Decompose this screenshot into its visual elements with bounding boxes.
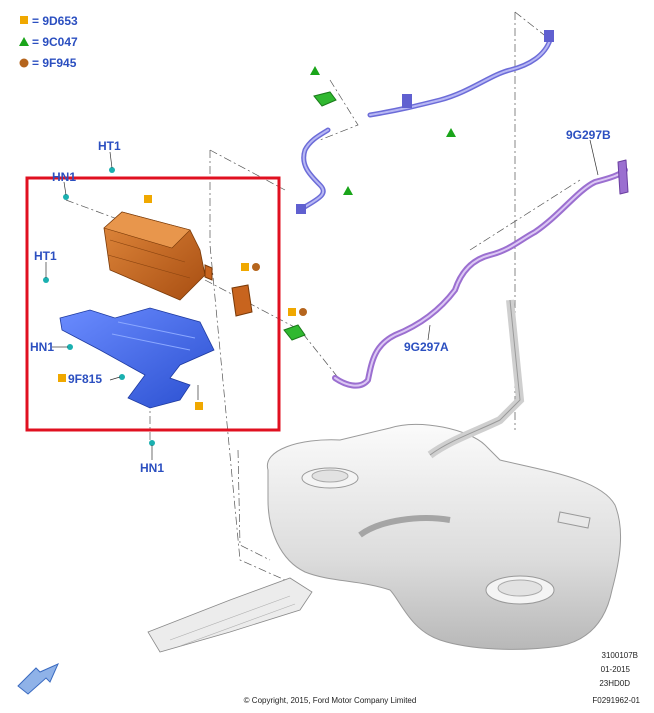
circle-icon bbox=[19, 58, 29, 68]
evap-canister bbox=[103, 211, 253, 317]
footer-code-1: 3100107B bbox=[602, 651, 638, 660]
legend: = 9D653 = 9C047 = 9F945 bbox=[19, 14, 78, 70]
fastener-9f815 bbox=[119, 374, 125, 380]
label-hn1-top: HN1 bbox=[52, 170, 76, 184]
label-hn1-left: HN1 bbox=[30, 340, 54, 354]
footer-code-4: F0291962-01 bbox=[592, 696, 640, 705]
fasteners bbox=[43, 167, 155, 446]
fastener-ht1-left bbox=[43, 277, 49, 283]
square-icon bbox=[241, 263, 249, 271]
label-9f815: 9F815 bbox=[68, 372, 102, 386]
green-connector bbox=[283, 91, 337, 341]
fastener-ht1-top bbox=[109, 167, 115, 173]
highlight-frame bbox=[25, 176, 281, 432]
square-icon bbox=[144, 195, 152, 203]
callout-symbols bbox=[58, 66, 456, 410]
label-ht1-left: HT1 bbox=[34, 249, 57, 263]
fastener-hn1-top bbox=[63, 194, 69, 200]
square-icon bbox=[58, 374, 66, 382]
label-hn1-bottom: HN1 bbox=[140, 461, 164, 475]
square-icon bbox=[195, 402, 203, 410]
circle-icon bbox=[299, 308, 307, 316]
footer-code-2: 01-2015 bbox=[601, 665, 631, 674]
label-9g297b: 9G297B bbox=[566, 128, 611, 142]
footer-code-3: 23HD0D bbox=[599, 679, 630, 688]
purple-tube bbox=[332, 159, 629, 389]
fuel-tank bbox=[266, 299, 622, 650]
canister-bracket bbox=[59, 307, 215, 409]
label-ht1-top: HT1 bbox=[98, 139, 121, 153]
callout-labels: HT1 HN1 HT1 HN1 9F815 HN1 9G297B 9G297A bbox=[30, 128, 611, 475]
triangle-icon bbox=[19, 37, 29, 46]
square-icon bbox=[20, 16, 28, 24]
copyright: © Copyright, 2015, Ford Motor Company Li… bbox=[244, 696, 417, 705]
fastener-hn1-left bbox=[67, 344, 73, 350]
square-icon bbox=[288, 308, 296, 316]
legend-text-9d653: = 9D653 bbox=[32, 14, 78, 28]
triangle-icon bbox=[310, 66, 320, 75]
triangle-icon bbox=[446, 128, 456, 137]
legend-text-9f945: = 9F945 bbox=[32, 56, 77, 70]
heat-shield bbox=[147, 577, 313, 653]
footer: 3100107B 01-2015 23HD0D F0291962-01 © Co… bbox=[244, 651, 641, 705]
legend-text-9c047: = 9C047 bbox=[32, 35, 78, 49]
triangle-icon bbox=[343, 186, 353, 195]
view-arrow-icon bbox=[17, 663, 59, 695]
callout-leaders bbox=[45, 139, 599, 460]
label-9g297a: 9G297A bbox=[404, 340, 449, 354]
fastener-hn1-bottom bbox=[149, 440, 155, 446]
circle-icon bbox=[252, 263, 260, 271]
vapour-tube-upper bbox=[296, 30, 554, 214]
